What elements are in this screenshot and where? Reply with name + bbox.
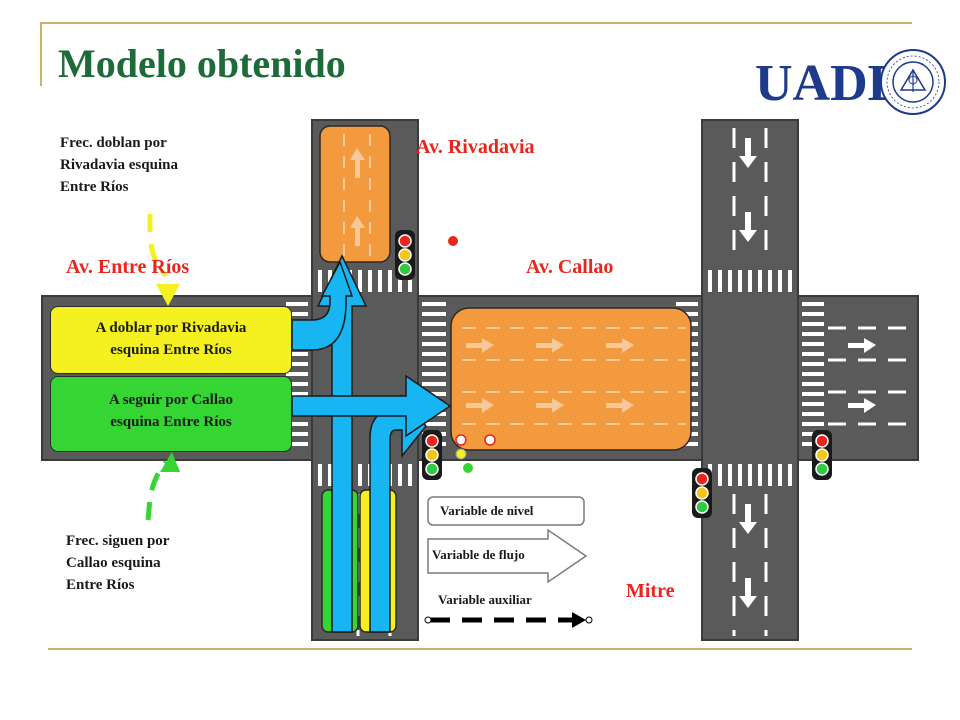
aux-arrow-bottom: [145, 460, 168, 521]
traffic-light-icon-top: [395, 230, 415, 280]
white-signal-dot: [484, 434, 496, 446]
legend-flow-arrow: [427, 528, 588, 584]
note-top-line-1: Frec. doblan por: [60, 135, 167, 151]
legend-aux-tail-dot: [424, 616, 432, 624]
green-level-box: A seguir por Callao esquina Entre Ríos: [50, 376, 292, 452]
callao-level-box-marks: [462, 327, 686, 425]
callao-level-box: [450, 307, 692, 451]
note-top-line-2: Rivadavia esquina: [60, 157, 178, 173]
crosswalk-right-south: [708, 464, 792, 486]
aux-arrow-top-head: [156, 284, 180, 306]
callao-east-lane-marks: [828, 326, 912, 426]
note-top-line-3: Entre Ríos: [60, 179, 129, 195]
frame-top-line: [40, 22, 912, 24]
crosswalk-right-north: [708, 270, 792, 292]
traffic-light-icon-left: [422, 430, 442, 480]
road-label-rivadavia: Av. Rivadavia: [416, 136, 535, 158]
yellow-box-line-2: esquina Entre Ríos: [110, 342, 232, 358]
yellow-level-box: A doblar por Rivadavia esquina Entre Río…: [50, 306, 292, 374]
callao-right-arrows: [466, 338, 634, 413]
note-bottom-line-3: Entre Ríos: [66, 577, 135, 593]
legend-aux-label: Variable auxiliar: [438, 592, 532, 607]
note-top: Frec. doblan por Rivadavia esquina Entre…: [60, 132, 280, 198]
uade-logo: UADE: [755, 46, 950, 118]
green-signal-dot: [463, 463, 473, 473]
left-turn-flow-arrow: [291, 260, 354, 351]
note-bottom-line-2: Callao esquina: [66, 555, 161, 571]
legend-flow-label: Variable de flujo: [432, 547, 525, 562]
callao-east-arrows: [848, 338, 876, 413]
aux-arrow-bottom-head: [160, 452, 180, 472]
mitre-down-arrows: [739, 138, 757, 608]
legend-aux-arrowhead: [572, 612, 586, 628]
yellow-box-line-1: A doblar por Rivadavia: [95, 320, 247, 336]
note-bottom-line-1: Frec. siguen por: [66, 533, 170, 549]
road-label-mitre: Mitre: [626, 580, 675, 602]
frame-left-line: [40, 22, 42, 86]
rivadavia-level-box: [319, 125, 391, 263]
right-turn-flow-arrow: [369, 393, 427, 633]
white-signal-dot: [455, 434, 467, 446]
traffic-light-icon-mitre: [692, 468, 712, 518]
green-box-line-2: esquina Entre Ríos: [110, 414, 232, 430]
legend-level-label: Variable de nivel: [440, 503, 534, 518]
road-label-callao: Av. Callao: [526, 256, 614, 278]
red-signal-dot: [448, 236, 458, 246]
page-title: Modelo obtenido: [58, 41, 346, 86]
note-bottom: Frec. siguen por Callao esquina Entre Rí…: [66, 530, 286, 596]
straight-flow-arrow: [291, 374, 452, 438]
yellow-signal-dot: [455, 448, 467, 460]
university-seal-icon: [880, 49, 946, 115]
legend-level-box: [427, 496, 585, 526]
frame-bottom-line: [48, 648, 912, 650]
crosswalk-right-east: [802, 302, 824, 446]
green-box-line-1: A seguir por Callao: [108, 392, 234, 408]
rivadavia-up-arrows: [350, 148, 365, 246]
mitre-lane-marks: [732, 128, 768, 636]
uade-logo-text: UADE: [755, 55, 902, 112]
aux-arrow-top: [147, 214, 168, 278]
traffic-light-icon-right: [812, 430, 832, 480]
road-label-entre-rios: Av. Entre Ríos: [66, 256, 190, 278]
legend-aux-head-dot: [585, 616, 593, 624]
